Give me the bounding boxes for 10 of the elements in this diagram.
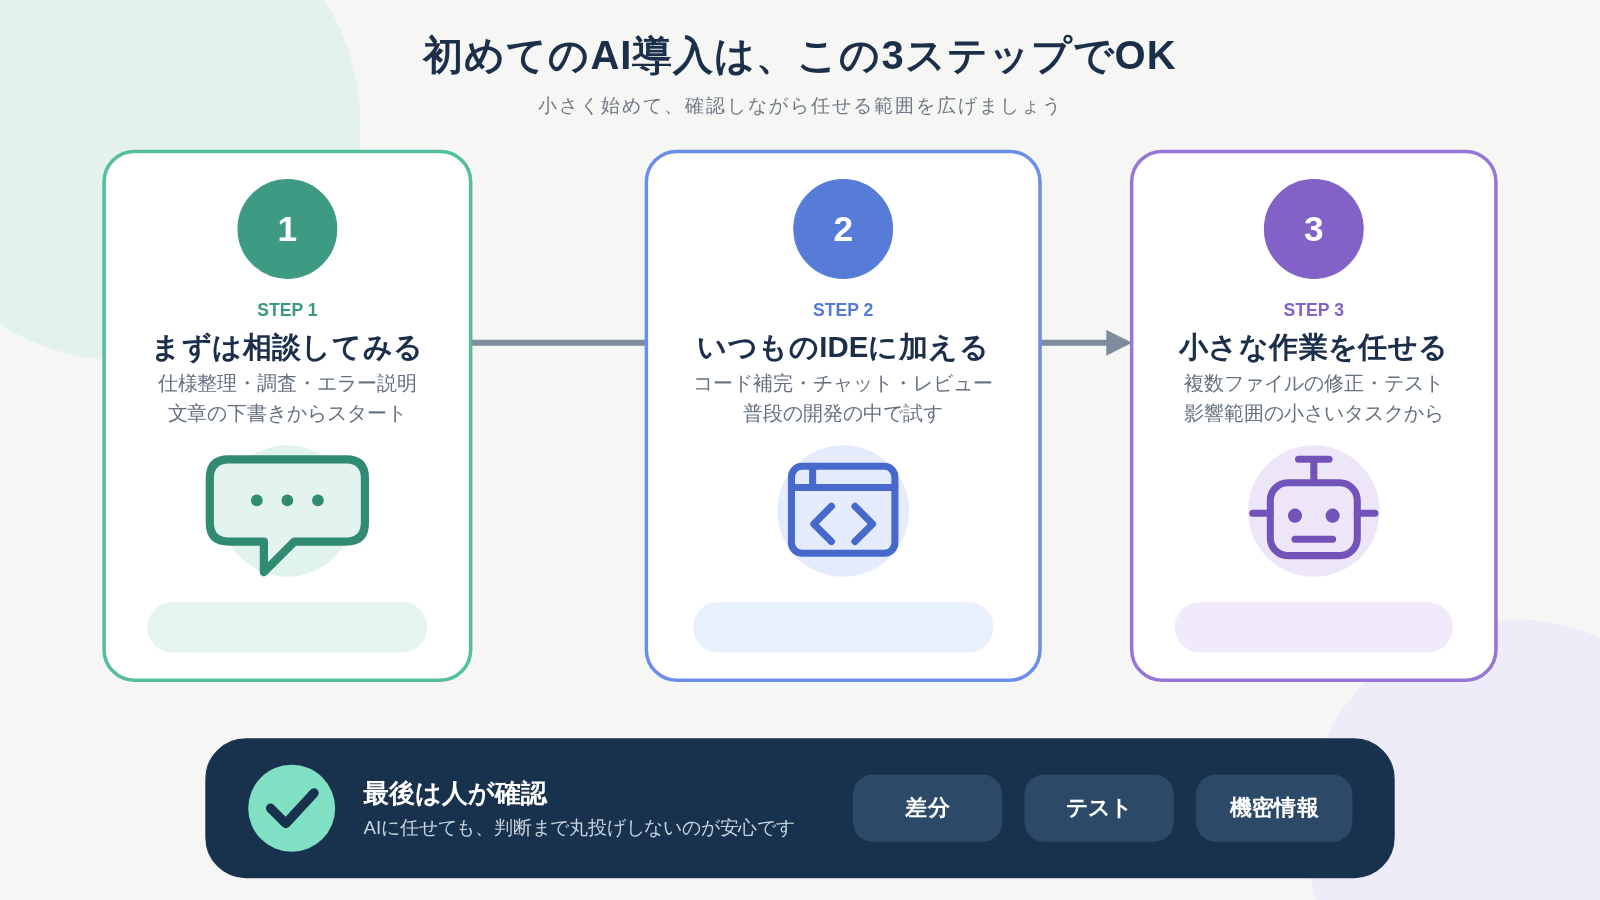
subtitle: 小さく始めて、確認しながら任せる範囲を広げましょう xyxy=(537,94,1063,118)
node-box: テスト xyxy=(1024,774,1174,842)
connector xyxy=(470,339,647,346)
arrow xyxy=(1040,329,1133,356)
node-circle: 3 xyxy=(1263,179,1364,279)
node-box: 機密情報 xyxy=(1196,774,1353,842)
node-circle: 2 xyxy=(793,179,894,279)
diagram-title: 初めてのAI導入は、この3ステップでOK xyxy=(423,32,1177,79)
node-circle: 1 xyxy=(237,179,338,279)
node-box: 差分 xyxy=(852,774,1003,842)
